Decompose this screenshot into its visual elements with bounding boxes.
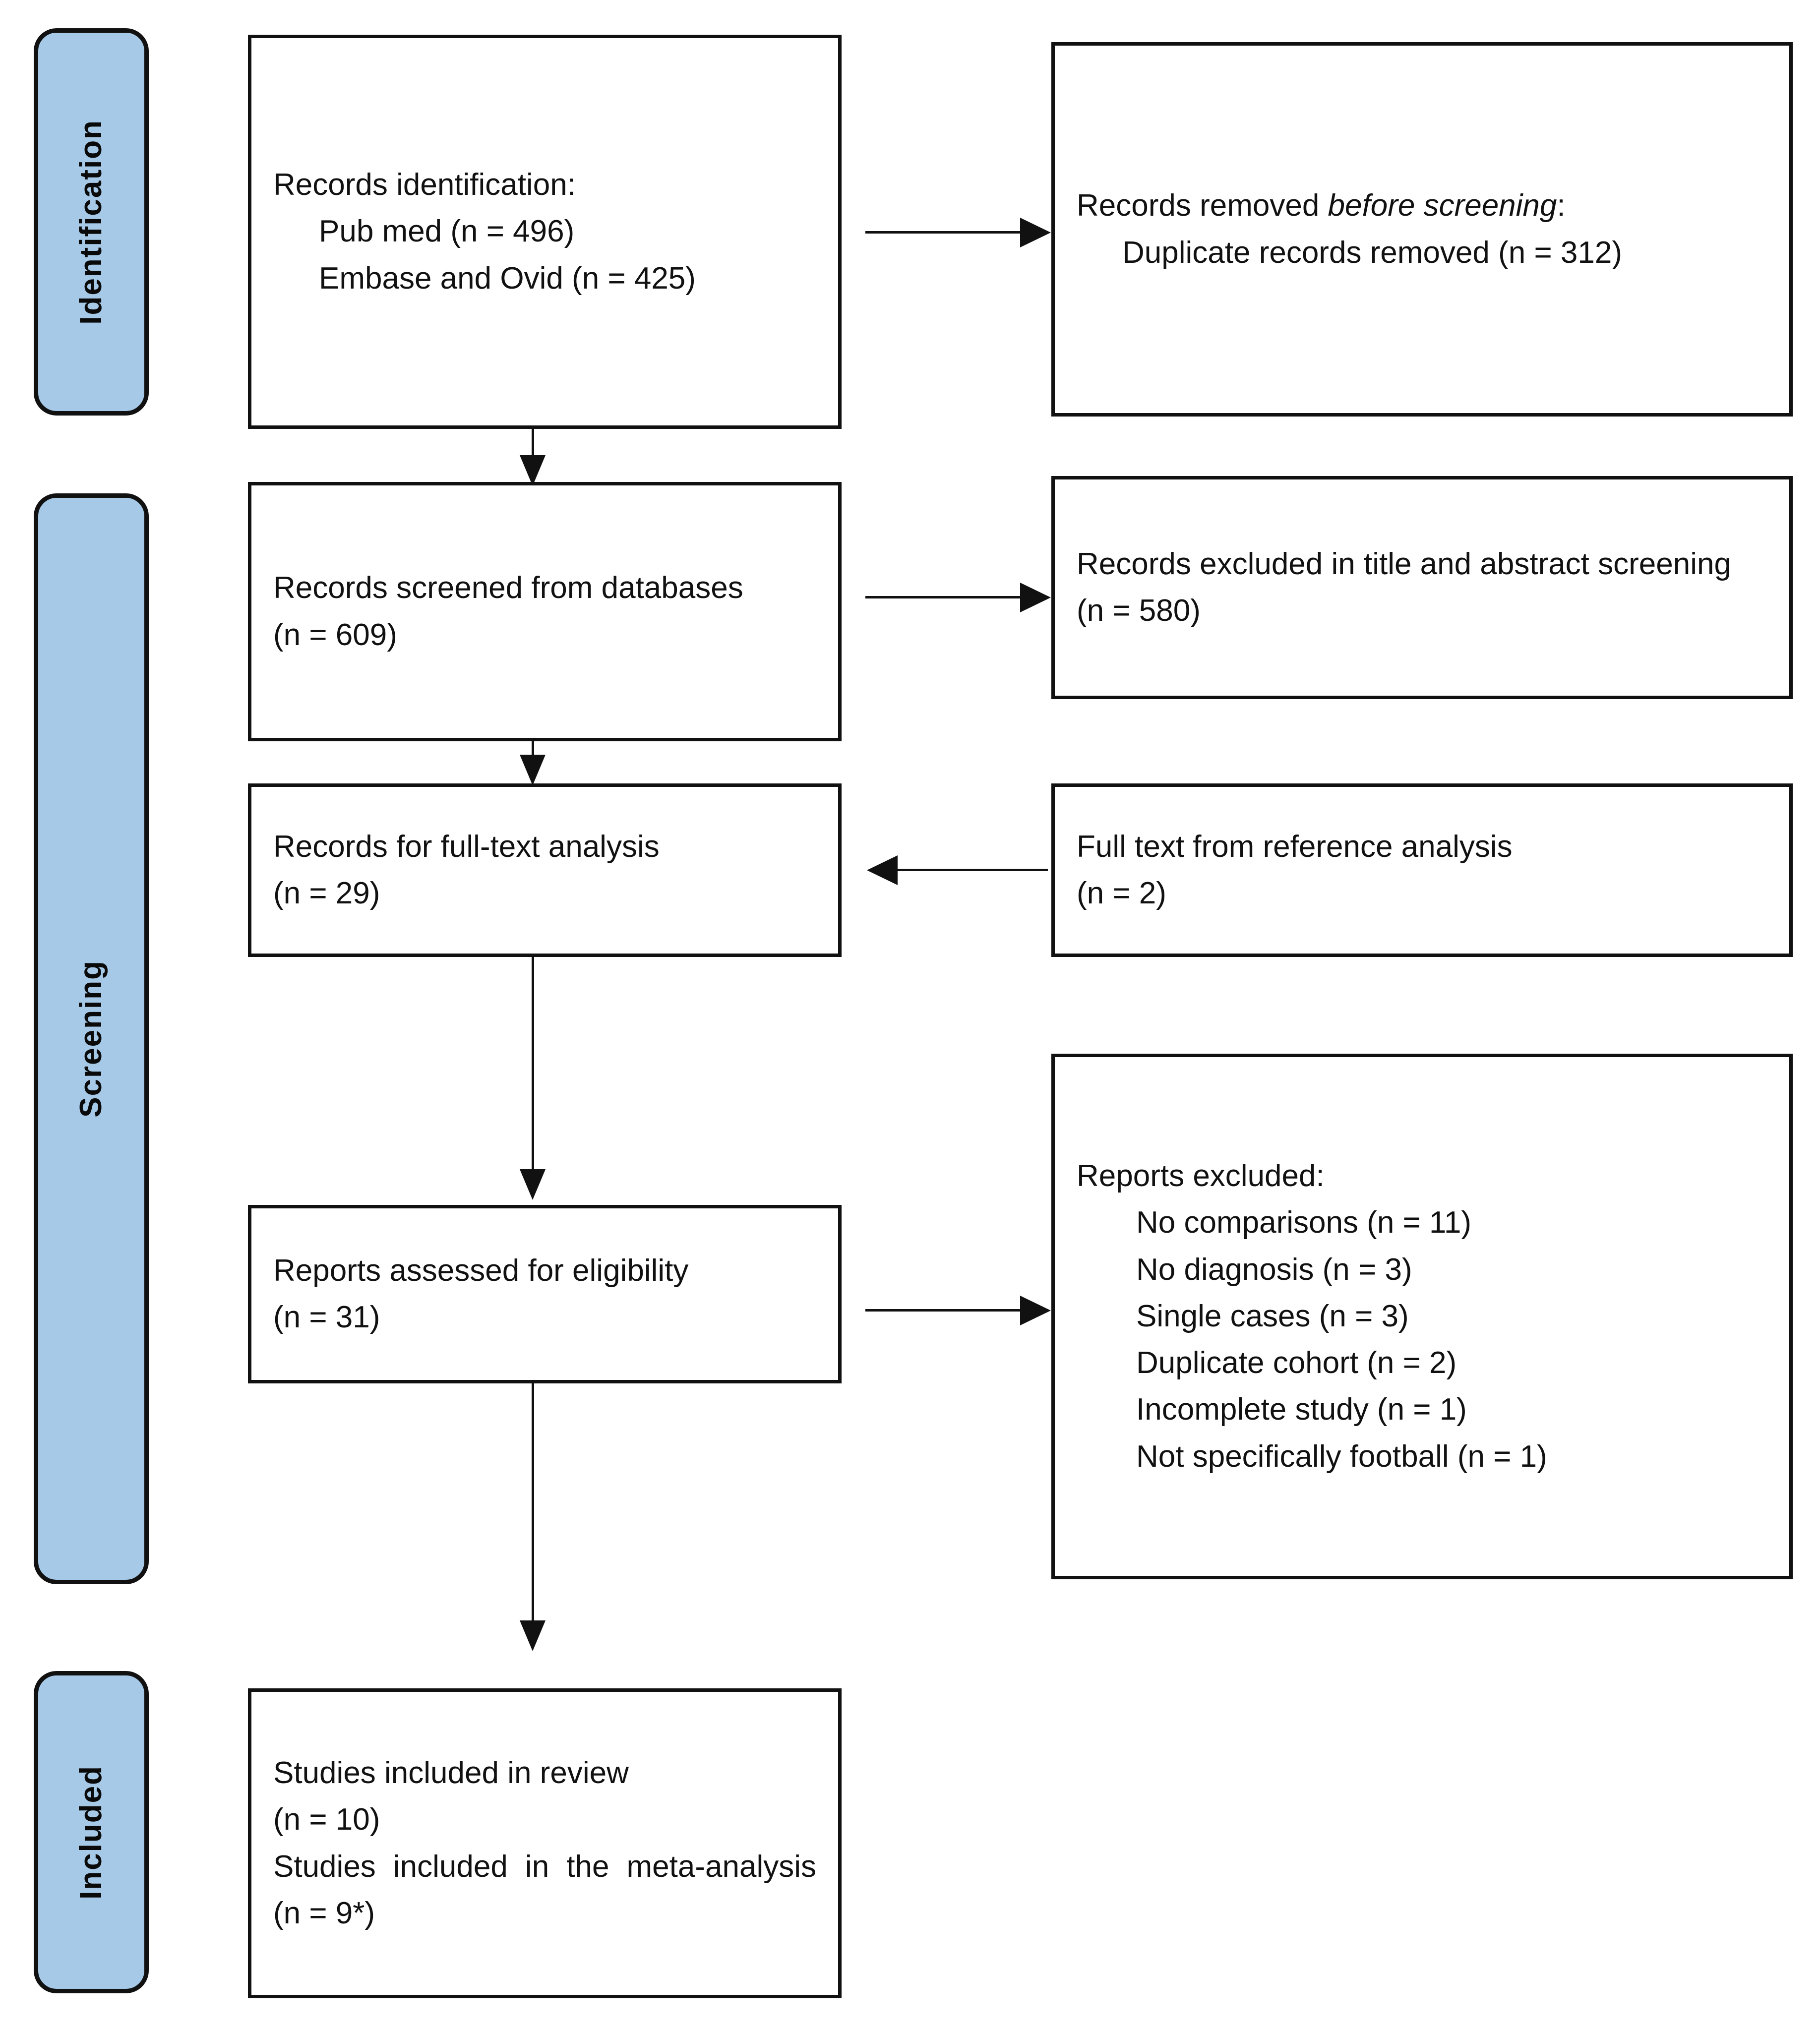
records-identification-line-1: Records identification: [273, 168, 576, 202]
reports-excluded-reason: Not specifically football (n = 1) [1136, 1439, 1547, 1474]
box-records-removed-before-screening: Records removed before screening: Duplic… [1051, 42, 1793, 417]
connector-screened-to-fulltext [532, 741, 534, 762]
connector-assessed-to-excluded [865, 1309, 1024, 1312]
box-records-excluded-title-abstract: Records excluded in title and abstract s… [1051, 476, 1793, 699]
reports-excluded-reason: No diagnosis (n = 3) [1136, 1252, 1412, 1287]
box-records-identification: Records identification: Pub med (n = 496… [248, 35, 842, 429]
records-full-text-line-1: Records for full-text analysis [273, 829, 660, 864]
arrow-screened-to-excluded [1020, 583, 1051, 612]
box-full-text-from-reference-analysis: Full text from reference analysis (n = 2… [1051, 783, 1793, 957]
reports-excluded-reason: Incomplete study (n = 1) [1136, 1392, 1467, 1427]
records-excluded-title-abstract-line-2: (n = 580) [1077, 594, 1201, 628]
records-identification-line-3: Embase and Ovid (n = 425) [319, 261, 696, 296]
full-text-reference-line-1: Full text from reference analysis [1077, 829, 1513, 864]
records-removed-prefix: Records removed [1077, 188, 1328, 223]
records-screened-line-1: Records screened from databases [273, 571, 743, 605]
studies-included-line-2: (n = 10) [273, 1802, 380, 1837]
arrow-fulltext-to-assessed [520, 1169, 546, 1200]
connector-identification-to-screened [532, 429, 534, 461]
records-removed-line-1: Records removed before screening: [1077, 182, 1767, 229]
phase-label-identification: Identification [74, 119, 108, 325]
records-screened-line-2: (n = 609) [273, 617, 397, 652]
records-removed-italic: before screening [1328, 188, 1557, 223]
records-excluded-title-abstract-line-1: Records excluded in title and abstract s… [1077, 546, 1731, 581]
reports-excluded-title: Reports excluded: [1077, 1159, 1325, 1194]
studies-included-line-1: Studies included in review [273, 1756, 629, 1791]
records-full-text-line-2: (n = 29) [273, 876, 380, 910]
phase-label-included: Included [74, 1765, 108, 1900]
arrow-assessed-to-included [520, 1620, 546, 1651]
records-identification-line-2: Pub med (n = 496) [319, 214, 575, 249]
phase-pill-included: Included [34, 1671, 149, 1993]
reports-assessed-line-2: (n = 31) [273, 1300, 380, 1334]
reports-excluded-reason: Duplicate cohort (n = 2) [1136, 1346, 1457, 1380]
box-reports-assessed-for-eligibility: Reports assessed for eligibility (n = 31… [248, 1205, 842, 1383]
reports-excluded-reason: No comparisons (n = 11) [1136, 1205, 1471, 1240]
arrow-screened-to-fulltext [520, 755, 546, 785]
reports-excluded-reason: Single cases (n = 3) [1136, 1299, 1409, 1333]
connector-fulltext-to-assessed [532, 957, 534, 1175]
arrow-identification-to-screened [520, 455, 546, 486]
box-records-full-text-analysis: Records for full-text analysis (n = 29) [248, 783, 842, 957]
studies-included-line-3: Studies included in the meta-analysis (n… [273, 1849, 816, 1930]
arrow-identification-to-removed [1020, 218, 1051, 247]
box-studies-included: Studies included in review (n = 10) Stud… [248, 1688, 842, 1998]
arrow-reference-to-fulltext [867, 855, 898, 885]
phase-label-screening: Screening [74, 960, 108, 1118]
connector-screened-to-excluded [865, 596, 1024, 598]
connector-reference-to-fulltext [897, 869, 1048, 871]
box-records-screened: Records screened from databases (n = 609… [248, 482, 842, 741]
full-text-reference-line-2: (n = 2) [1077, 876, 1166, 910]
arrow-assessed-to-excluded [1020, 1296, 1051, 1325]
reports-assessed-line-1: Reports assessed for eligibility [273, 1253, 689, 1288]
connector-assessed-to-included [532, 1383, 534, 1626]
records-removed-line-2: Duplicate records removed (n = 312) [1122, 235, 1622, 270]
connector-identification-to-removed [865, 231, 1024, 234]
box-reports-excluded: Reports excluded: No comparisons (n = 11… [1051, 1054, 1793, 1579]
records-removed-suffix: : [1557, 188, 1566, 223]
phase-pill-screening: Screening [34, 493, 149, 1584]
phase-pill-identification: Identification [34, 28, 149, 416]
